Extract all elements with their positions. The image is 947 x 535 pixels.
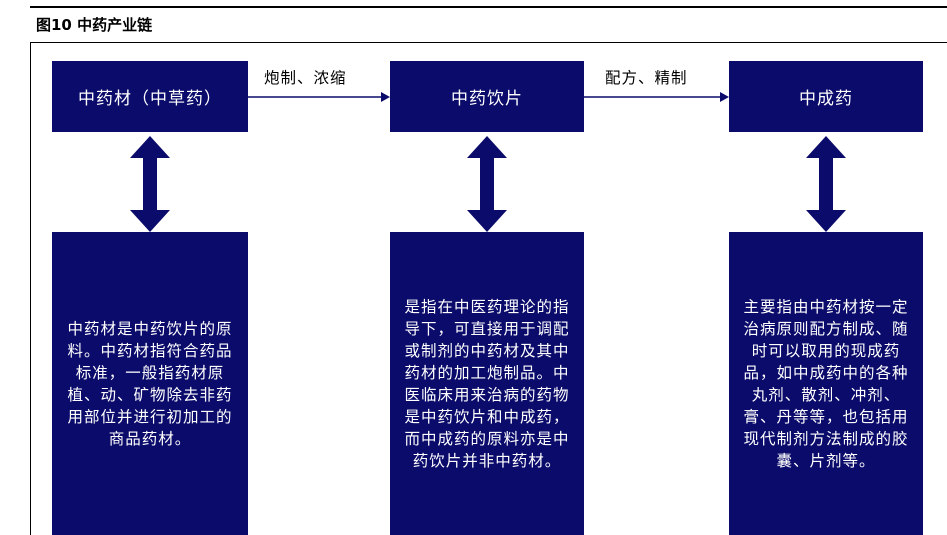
flow-arrow-pieces-to-patent [584,92,729,102]
desc-text-herbs: 中药材是中药饮片的原料。中药材指符合药品标准，一般指药材原植、动、矿物除去非药用… [67,319,233,448]
desc-box-decoction-pieces: 是指在中医药理论的指导下，可直接用于调配或制剂的中药材及其中药材的加工炮制品。中… [390,232,584,535]
top-rule [30,6,947,8]
desc-box-herbs: 中药材是中药饮片的原料。中药材指符合药品标准，一般指药材原植、动、矿物除去非药用… [52,232,248,535]
double-arrow-decoction-pieces [467,136,507,232]
stage-box-decoction-pieces: 中药饮片 [390,61,584,132]
stage-label-herbs: 中药材（中草药） [78,89,222,109]
step-label-processing: 炮制、浓缩 [264,69,347,87]
stage-box-patent-medicine: 中成药 [729,61,923,132]
figure-title: 图10 中药产业链 [36,16,153,34]
left-rule [30,42,31,535]
step-label-formulation: 配方、精制 [605,69,688,87]
stage-label-patent-medicine: 中成药 [799,89,853,109]
stage-label-decoction-pieces: 中药饮片 [451,89,523,109]
double-arrow-patent-medicine [806,136,846,232]
stage-box-herbs: 中药材（中草药） [52,61,248,132]
title-rule [30,42,947,43]
desc-box-patent-medicine: 主要指由中药材按一定治病原则配方制成、随时可以取用的现成药品，如中成药中的各种丸… [729,232,923,535]
double-arrow-herbs [130,136,170,232]
flow-arrow-herbs-to-pieces [248,92,390,102]
desc-text-patent-medicine: 主要指由中药材按一定治病原则配方制成、随时可以取用的现成药品，如中成药中的各种丸… [743,297,909,470]
desc-text-decoction-pieces: 是指在中医药理论的指导下，可直接用于调配或制剂的中药材及其中药材的加工炮制品。中… [404,297,570,470]
